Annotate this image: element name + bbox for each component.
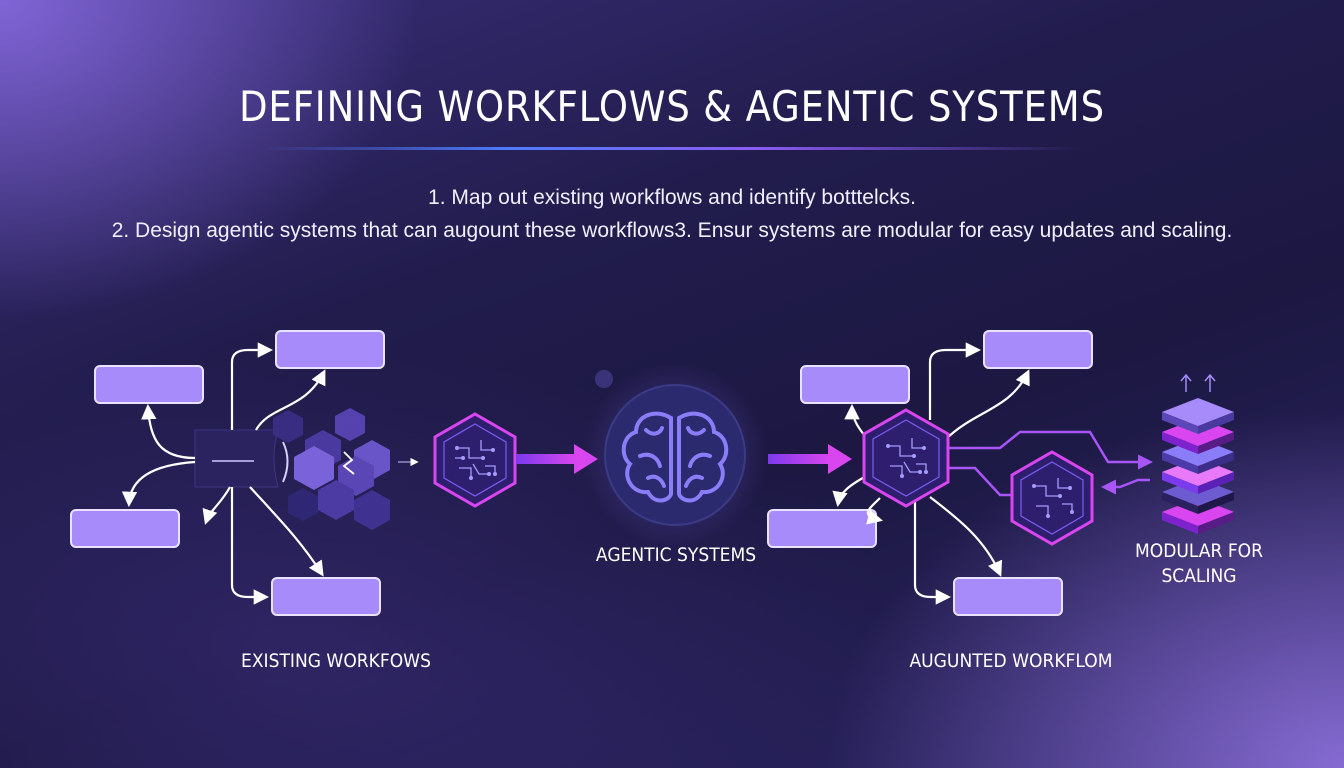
circuit-chip-icon [1010,450,1094,546]
bottleneck-hex-cluster [273,408,390,530]
workflow-box [800,365,910,404]
workflow-box [271,577,381,616]
augmented-workflow-label: AUGUNTED WORKFLOM [909,650,1113,672]
existing-workflows-group [70,330,419,616]
bottleneck-node [194,429,279,488]
modular-scaling-label-line1: MODULAR FOR [1134,540,1263,562]
workflow-box [767,509,877,548]
step-1-text: 1. Map out existing workflows and identi… [428,186,916,209]
page-title: DEFINING WORKFLOWS & AGENTIC SYSTEMS [239,82,1105,131]
step-2-text: 2. Design agentic systems that can augou… [111,219,1233,242]
bracket-mark [282,441,289,483]
circuit-chip-icon [862,408,950,508]
workflow-box [983,330,1093,369]
existing-connectors [121,342,326,605]
workflow-box [70,509,180,548]
circuit-chip-icon [433,412,517,508]
modular-links [945,430,1153,497]
workflow-box [953,577,1063,616]
agentic-systems-label: AGENTIC SYSTEMS [595,544,757,566]
modular-scaling-label-line2: SCALING [1161,565,1237,587]
existing-workflows-label: EXISTING WORKFOWS [241,650,431,672]
server-stack-icon [1162,373,1234,534]
title-underline [262,147,1082,150]
brain-icon [583,363,767,547]
workflow-box [275,330,385,369]
augmented-workflow-group [767,330,1153,616]
workflow-box [94,365,204,404]
arrow-to-augmented [768,444,852,474]
glow-dot [595,370,613,388]
